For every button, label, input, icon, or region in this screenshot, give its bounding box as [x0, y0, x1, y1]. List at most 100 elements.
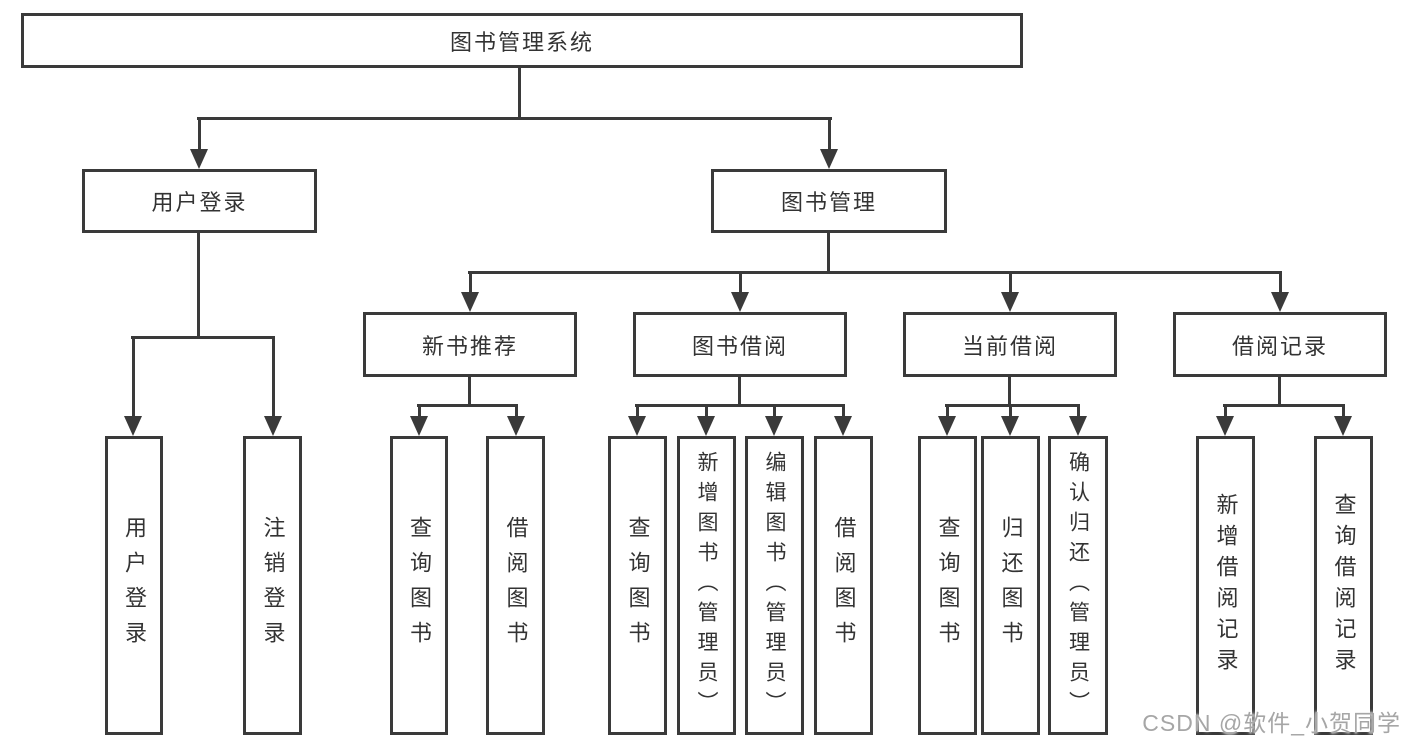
arrow-down-icon — [1334, 416, 1352, 436]
node-root-label: 图书管理系统 — [449, 29, 594, 55]
arrow-down-icon — [765, 416, 783, 436]
leaf-user-login-label: 用户登录 — [122, 515, 147, 656]
connector-root-stem — [518, 68, 521, 120]
arrow-to-book-management — [820, 120, 838, 169]
arrow-leaf — [765, 407, 783, 436]
arrow-shaft — [841, 407, 845, 417]
arrow-leaf — [697, 407, 715, 436]
connector-l3-horizontal — [468, 271, 1282, 274]
arrow-to-new-book-recommend — [461, 274, 479, 312]
node-new-book-recommend-label: 新书推荐 — [421, 333, 518, 359]
node-book-management-label: 图书管理 — [780, 190, 877, 215]
leaf-borrow-books: 借阅图书 — [814, 436, 873, 735]
csdn-watermark: CSDN @软件_小贺同学 — [1142, 710, 1401, 736]
node-user-login: 用户登录 — [82, 169, 317, 233]
arrow-leaf — [1334, 407, 1352, 436]
arrow-down-icon — [938, 416, 956, 436]
node-borrow-records-label: 借阅记录 — [1231, 333, 1328, 359]
arrow-down-icon — [507, 416, 525, 436]
arrow-leaf — [1069, 407, 1087, 436]
leaf-logout-label: 注销登录 — [260, 515, 286, 656]
connector-user-login-stem — [197, 233, 200, 339]
arrow-shaft — [1076, 407, 1080, 417]
arrow-shaft — [1223, 407, 1227, 417]
leaf-query-books-recommend-label: 查询图书 — [407, 515, 432, 656]
arrow-leaf — [938, 407, 956, 436]
arrow-to-leaf-user-login — [124, 339, 142, 436]
arrow-shaft — [197, 120, 201, 150]
arrow-shaft — [704, 407, 708, 417]
connector-book-borrow-stem — [738, 377, 741, 407]
arrow-shaft — [514, 407, 518, 417]
node-root: 图书管理系统 — [21, 13, 1023, 68]
arrow-leaf — [628, 407, 646, 436]
arrow-down-icon — [628, 416, 646, 436]
connector-user-login-horizontal — [131, 336, 275, 339]
arrow-shaft — [1008, 407, 1012, 417]
connector-book-borrow-horizontal — [635, 404, 845, 407]
node-user-login-label: 用户登录 — [151, 190, 248, 215]
leaf-user-login: 用户登录 — [105, 436, 163, 735]
arrow-leaf — [1216, 407, 1234, 436]
arrow-leaf — [1001, 407, 1019, 436]
arrow-down-icon — [697, 416, 715, 436]
arrow-down-icon — [731, 292, 749, 312]
arrow-shaft — [131, 339, 135, 417]
leaf-add-borrow-record-label: 新增借阅记录 — [1213, 492, 1239, 679]
node-current-borrow: 当前借阅 — [903, 312, 1117, 377]
arrow-down-icon — [1001, 292, 1019, 312]
arrow-down-icon — [124, 416, 142, 436]
node-current-borrow-label: 当前借阅 — [961, 333, 1058, 359]
leaf-borrow-books-recommend-label: 借阅图书 — [503, 515, 529, 656]
node-book-management: 图书管理 — [711, 169, 947, 233]
arrow-shaft — [945, 407, 949, 417]
node-book-borrow: 图书借阅 — [633, 312, 847, 377]
leaf-return-books: 归还图书 — [981, 436, 1040, 735]
leaf-query-books-current-label: 查询图书 — [935, 515, 961, 656]
node-book-borrow-label: 图书借阅 — [691, 333, 788, 359]
arrow-down-icon — [1216, 416, 1234, 436]
leaf-query-borrow-record-label: 查询借阅记录 — [1331, 492, 1357, 679]
arrow-down-icon — [834, 416, 852, 436]
arrow-shaft — [1278, 274, 1282, 293]
leaf-return-books-label: 归还图书 — [998, 515, 1024, 656]
leaf-logout: 注销登录 — [243, 436, 302, 735]
leaf-add-book-admin-label: 新增图书（管理员） — [695, 450, 718, 721]
leaf-add-book-admin: 新增图书（管理员） — [677, 436, 736, 735]
arrow-shaft — [738, 274, 742, 293]
arrow-leaf — [834, 407, 852, 436]
leaf-query-books-current: 查询图书 — [918, 436, 977, 735]
arrow-down-icon — [1271, 292, 1289, 312]
arrow-leaf — [410, 407, 428, 436]
arrow-shaft — [1008, 274, 1012, 293]
leaf-query-books-borrow: 查询图书 — [608, 436, 667, 735]
arrow-down-icon — [820, 149, 838, 169]
arrow-shaft — [468, 274, 472, 293]
arrow-down-icon — [1001, 416, 1019, 436]
leaf-edit-book-admin: 编辑图书（管理员） — [745, 436, 804, 735]
leaf-borrow-books-label: 借阅图书 — [831, 515, 857, 656]
arrow-leaf — [507, 407, 525, 436]
connector-l2-horizontal — [197, 117, 832, 120]
arrow-down-icon — [264, 416, 282, 436]
arrow-to-leaf-logout — [264, 339, 282, 436]
arrow-to-book-borrow — [731, 274, 749, 312]
leaf-query-books-recommend: 查询图书 — [390, 436, 448, 735]
arrow-down-icon — [461, 292, 479, 312]
arrow-shaft — [827, 120, 831, 150]
arrow-shaft — [635, 407, 639, 417]
leaf-confirm-return-admin-label: 确认归还（管理员） — [1066, 450, 1090, 721]
connector-borrow-records-horizontal — [1223, 404, 1345, 407]
connector-new-book-recommend-horizontal — [417, 404, 518, 407]
arrow-down-icon — [1069, 416, 1087, 436]
leaf-query-borrow-record: 查询借阅记录 — [1314, 436, 1373, 735]
connector-current-borrow-stem — [1008, 377, 1011, 407]
connector-borrow-records-stem — [1278, 377, 1281, 407]
arrow-down-icon — [190, 149, 208, 169]
leaf-edit-book-admin-label: 编辑图书（管理员） — [763, 450, 786, 721]
connector-current-borrow-horizontal — [945, 404, 1080, 407]
arrow-to-current-borrow — [1001, 274, 1019, 312]
node-new-book-recommend: 新书推荐 — [363, 312, 577, 377]
connector-new-book-recommend-stem — [468, 377, 471, 407]
